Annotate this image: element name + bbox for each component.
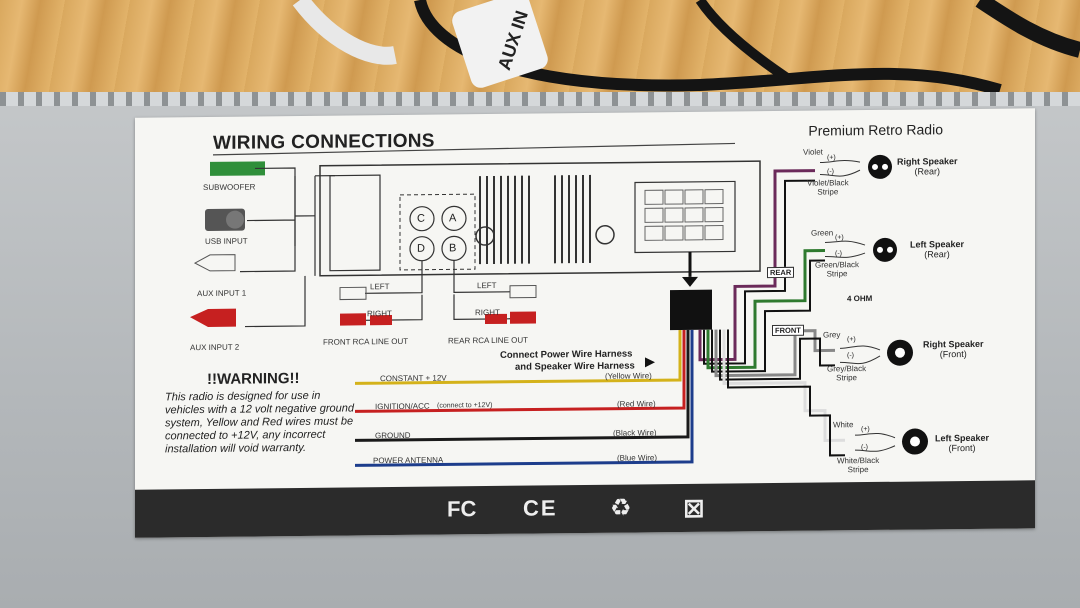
speaker-rear-left-plus: (+) [835,234,844,242]
speaker-rear-right-plus: (+) [827,154,836,162]
warning-text: This radio is designed for use in vehicl… [165,389,354,456]
connector-a-label: A [449,212,457,225]
speaker-rear-right-icon [868,154,892,179]
wire-harness-plug [670,289,712,331]
connector-c [409,206,435,232]
speaker-front-left-label: Left Speaker(Front) [935,432,990,454]
certification-footer: FC CE ♻ ⊠ [135,480,1035,538]
weee-bin-icon: ⊠ [683,492,705,523]
wire-ground-label: GROUND [375,430,411,441]
speaker-rear-left-wire: Green [811,228,834,238]
subwoofer-plug-icon [210,161,265,176]
connector-b-label: B [449,242,457,255]
fcc-mark-icon: FC [447,496,477,522]
radio-chassis-outline [319,160,761,277]
front-rca-plugs [339,286,392,326]
warning-title: !!WARNING!! [207,369,300,388]
wire-blue-color: (Blue Wire) [617,453,658,463]
wire-yellow-color: (Yellow Wire) [605,371,652,381]
speaker-front-left-minus: (-) [861,444,868,452]
connector-c-label: C [417,212,425,225]
aux1-plug-icon [193,254,236,272]
vent-grille [479,174,591,265]
wire-ignition-sub: (connect to +12V) [437,401,493,410]
harness-arrow-icon [682,276,698,287]
speaker-front-right-label: Right Speaker(Front) [923,338,984,360]
wire-constant-label: CONSTANT + 12V [380,373,447,384]
speaker-rear-right-wire: Violet [803,147,823,157]
wire-ignition-label: IGNITION/ACC [375,401,430,412]
front-rca-left-label: LEFT [370,282,390,292]
aux-input-1-label: AUX INPUT 1 [197,288,247,299]
speaker-rear-right-label: Right Speaker(Rear) [897,156,958,177]
front-rca-line-out-label: FRONT RCA LINE OUT [323,336,409,347]
speaker-rear-left-minus: (-) [835,250,842,258]
aux-input-2-label: AUX INPUT 2 [190,342,240,353]
speaker-rear-right-minus: (-) [827,168,834,176]
rear-group-label: REAR [767,266,795,279]
rear-rca-left-label: LEFT [477,280,497,291]
speaker-front-left-wire: White [833,420,854,430]
rear-rca-line-out-label: REAR RCA LINE OUT [448,335,529,346]
harness-note-line-1: Connect Power Wire Harness [500,348,633,361]
rear-rca-right-label: RIGHT [475,307,500,318]
connector-a [441,205,467,231]
speaker-front-right-wire: Grey [823,330,841,340]
wire-antenna-label: POWER ANTENNA [373,455,444,466]
speaker-rear-left-label: Left Speaker(Rear) [910,239,965,260]
ce-mark-icon: CE [523,495,558,521]
usb-input-label: USB INPUT [205,236,248,246]
wire-red-color: (Red Wire) [617,399,656,409]
four-ohm-label: 4 OHM [847,293,873,304]
speaker-front-left-plus: (+) [861,426,870,434]
wire-black-color: (Black Wire) [613,428,657,438]
iso-connector-outline [634,180,736,254]
front-rca-right-label: RIGHT [367,309,392,319]
rear-rca-plugs [485,285,537,325]
speaker-front-right-minus: (-) [847,352,854,360]
speaker-rear-left-icon [873,237,897,262]
connector-d-label: D [417,242,425,255]
recycle-icon: ♻ [610,494,632,522]
connect-arrow-icon [645,357,655,368]
subwoofer-label: SUBWOOFER [203,182,256,193]
front-group-label: FRONT [772,324,804,337]
usb-cable-icon [226,210,244,229]
wiring-sticker: WIRING CONNECTIONS Premium Retro Radio [135,108,1035,538]
aux2-plug-icon [190,308,236,327]
chassis-heatsink-edge [0,92,1080,106]
speaker-front-right-plus: (+) [847,336,856,344]
